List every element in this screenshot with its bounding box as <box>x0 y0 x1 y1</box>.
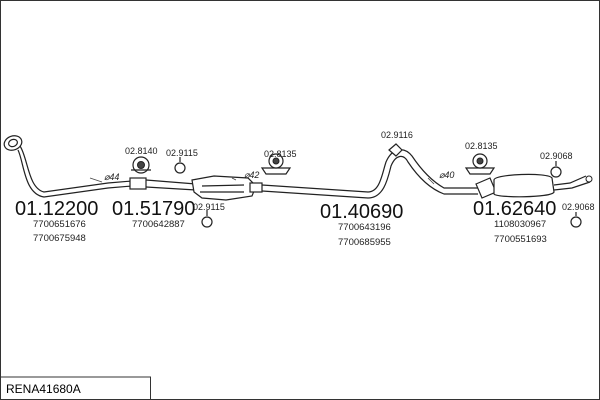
front-pipe-drawing <box>3 135 197 198</box>
oe-number: 1108030967 <box>494 219 546 230</box>
accessory-clip <box>388 143 403 157</box>
accessory-ring-2 <box>201 210 213 228</box>
accessory-hanger-1 <box>131 156 151 174</box>
part-number: 01.51790 <box>112 198 195 220</box>
part-number: 01.62640 <box>473 198 556 220</box>
diameter-label: ⌀44 <box>104 172 119 182</box>
part-number: 01.40690 <box>320 201 403 223</box>
accessory-ring-3 <box>550 161 562 178</box>
accessory-ring-4 <box>570 212 582 228</box>
diameter-label: ⌀40 <box>439 170 454 180</box>
reference-code: RENA41680A <box>6 382 81 396</box>
accessory-label: 02.9115 <box>166 148 198 158</box>
accessory-hanger-2 <box>260 153 292 175</box>
accessory-label: 02.9068 <box>562 202 595 212</box>
accessory-label: 02.9068 <box>540 151 573 161</box>
accessory-ring-1 <box>174 157 186 174</box>
oe-number: 7700642887 <box>132 219 185 230</box>
oe-number: 7700651676 <box>33 219 86 230</box>
rear-silencer-drawing <box>475 173 593 199</box>
leader-lines <box>89 177 435 185</box>
accessory-hanger-3 <box>464 153 496 175</box>
oe-number: 7700685955 <box>338 237 391 248</box>
part-number: 01.12200 <box>15 198 98 220</box>
accessory-label: 02.9115 <box>193 202 225 212</box>
oe-number: 7700551693 <box>494 234 547 245</box>
accessory-label: 02.8135 <box>465 141 498 151</box>
accessory-label: 02.8135 <box>264 149 297 159</box>
accessory-label: 02.8140 <box>125 146 158 156</box>
oe-number: 7700675948 <box>33 233 86 244</box>
catalyst-drawing <box>191 175 263 201</box>
accessory-label: 02.9116 <box>381 130 413 140</box>
oe-number: 7700643196 <box>338 222 391 233</box>
diameter-label: ⌀42 <box>244 170 259 180</box>
